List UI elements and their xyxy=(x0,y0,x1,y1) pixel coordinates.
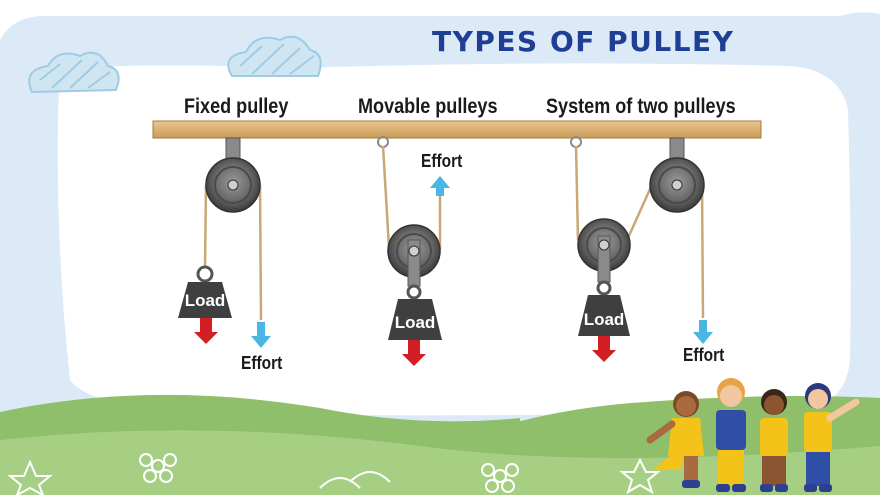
movable-pulley-assembly xyxy=(377,136,450,366)
effort-arrow xyxy=(693,320,713,344)
heading-movable-pulleys: Movable pulleys xyxy=(358,95,498,118)
children-illustration xyxy=(646,378,860,492)
effort-label-system: Effort xyxy=(683,345,725,365)
load-label-movable: Load xyxy=(394,313,436,332)
content-panel xyxy=(57,63,851,416)
load-weight xyxy=(178,282,232,318)
flower-icon xyxy=(481,463,519,493)
rope xyxy=(381,145,391,249)
rope xyxy=(258,184,263,321)
load-arrow xyxy=(592,336,616,362)
load-arrow xyxy=(194,318,218,344)
two-pulley-system-assembly xyxy=(570,136,713,362)
star-icon xyxy=(619,457,661,495)
heading-system-two-pulleys: System of two pulleys xyxy=(546,95,736,118)
load-arrow xyxy=(402,340,426,366)
load-weight xyxy=(388,299,442,340)
rope xyxy=(574,145,580,241)
cloud-icon xyxy=(28,51,120,94)
flower-icon xyxy=(139,453,177,483)
heading-fixed-pulley: Fixed pulley xyxy=(184,95,289,118)
effort-label-fixed: Effort xyxy=(241,353,283,373)
effort-label-movable: Effort xyxy=(421,151,463,171)
load-weight xyxy=(578,295,630,336)
cloud-icon xyxy=(227,35,322,77)
load-label-fixed: Load xyxy=(184,291,226,310)
effort-arrow xyxy=(430,176,450,196)
support-beam xyxy=(152,120,762,139)
effort-arrow xyxy=(251,322,271,348)
rope xyxy=(700,184,705,319)
load-label-system: Load xyxy=(583,310,625,329)
slide-title: TYPES OF PULLEY xyxy=(432,25,735,58)
fixed-pulley-assembly xyxy=(178,137,271,348)
rope xyxy=(203,184,208,269)
star-icon xyxy=(7,459,53,495)
